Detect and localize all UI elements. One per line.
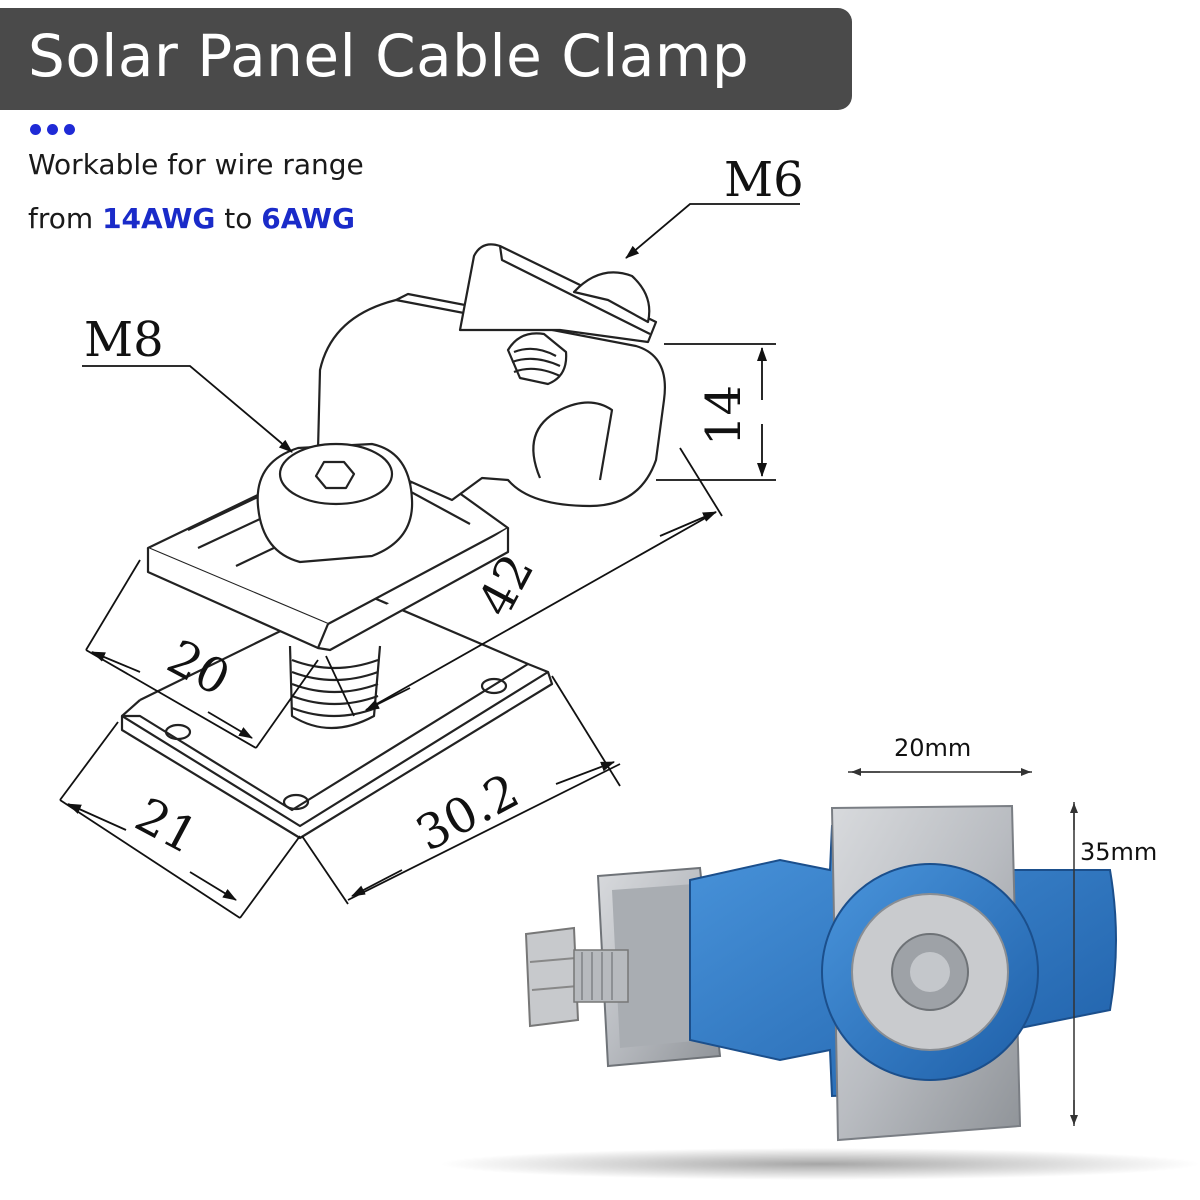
bullet-dots-icon [30, 124, 75, 135]
photo-height-label: 35mm [1080, 838, 1157, 866]
width-20-label: 20 [158, 629, 238, 707]
from-text: from [28, 202, 103, 235]
wire-max-value: 6AWG [261, 202, 355, 235]
bullet-dot [64, 124, 75, 135]
plate-hole [480, 677, 508, 695]
to-text: to [215, 202, 262, 235]
plate-hole [164, 723, 192, 741]
photo-width-label: 20mm [894, 734, 971, 762]
m8-label: M8 [84, 312, 164, 368]
clamp-line-drawing [120, 243, 666, 840]
page-title: Solar Panel Cable Clamp [28, 22, 750, 90]
wire-range-values: from 14AWG to 6AWG [28, 202, 355, 235]
wire-min-value: 14AWG [102, 202, 216, 235]
m6-screw [506, 271, 651, 386]
height-14-label: 14 [696, 385, 752, 446]
width-21-label: 21 [126, 787, 206, 865]
title-banner: Solar Panel Cable Clamp [0, 8, 852, 110]
m8-socket-screw [256, 442, 414, 564]
m8-thread [288, 645, 382, 730]
plate-30-2-label: 30.2 [407, 763, 528, 863]
upper-tab [458, 243, 658, 344]
bullet-dot [47, 124, 58, 135]
plate-hole [282, 793, 310, 811]
clamp-hook [316, 298, 666, 508]
wire-range-description: Workable for wire range [28, 148, 364, 181]
clamp-product-photo: 20mm 35mm [440, 734, 1200, 1180]
bullet-dot [30, 124, 41, 135]
m6-label: M6 [724, 152, 804, 208]
dimension-lines [59, 203, 800, 919]
